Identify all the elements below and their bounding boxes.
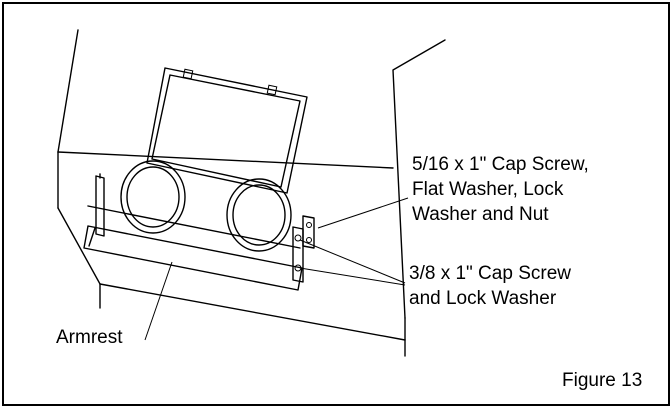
cap-screw-3-8-label-line1: 3/8 x 1" Cap Screw	[409, 263, 571, 284]
left-armrest-bracket	[95, 173, 105, 237]
cabinet-body	[57, 29, 446, 357]
cap-screw-3-8-label-line2: and Lock Washer	[409, 288, 557, 309]
viewing-window	[146, 67, 308, 194]
cap-screw-5-16-label-line3: Washer and Nut	[412, 204, 549, 225]
armrest-label: Armrest	[56, 327, 123, 348]
left-glove-port	[120, 160, 186, 234]
right-armrest-bracket	[292, 215, 315, 283]
figure-caption: Figure 13	[562, 370, 642, 391]
cap-screw-5-16-label-line2: Flat Washer, Lock	[412, 179, 564, 200]
armrest-bar	[83, 225, 303, 291]
right-glove-port	[226, 178, 292, 252]
cap-screw-5-16-label-line1: 5/16 x 1" Cap Screw,	[412, 154, 589, 175]
leader-lines	[144, 197, 409, 341]
